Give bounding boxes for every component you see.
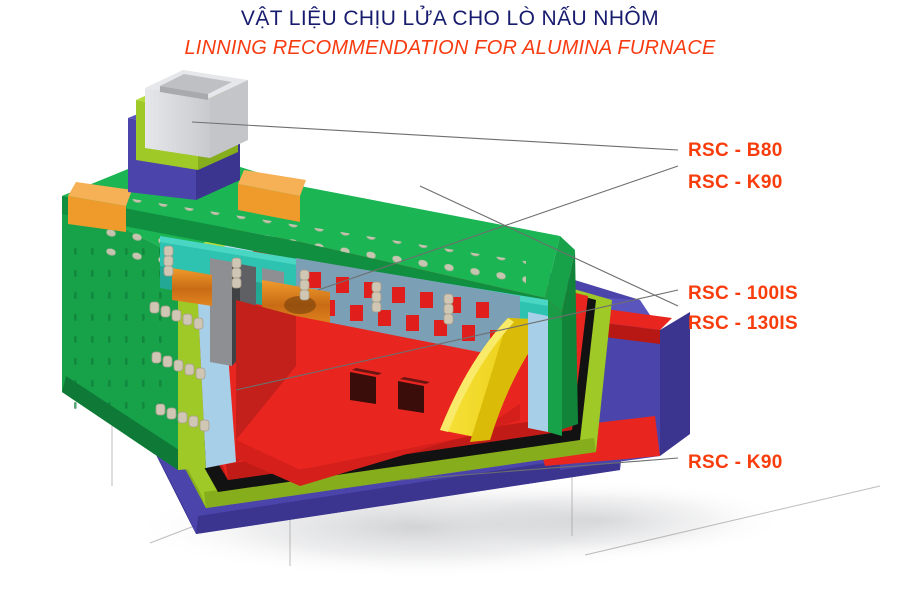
chimney-stack [128,70,248,200]
hearth-interior [236,300,520,486]
callout-rsc-130is: RSC - 130IS [688,313,798,334]
burner-blocks-exterior [68,170,306,232]
callout-rsc-k90-upper: RSC - K90 [688,172,783,193]
page-title-english: LINNING RECOMMENDATION FOR ALUMINA FURNA… [184,37,716,60]
burner-blocks-interior [172,268,330,326]
anchor-studs-left-wall [149,301,210,432]
anchor-studs-roof [163,245,454,325]
leader-line-130is [419,185,679,307]
leader-line-k90u [317,165,679,291]
leader-lines [191,121,679,481]
callout-rsc-k90-lower: RSC - K90 [688,452,783,473]
leader-line-100is [235,289,679,391]
leader-line-k90l [399,457,679,481]
ramp-block [440,318,552,442]
right-edge-layers [528,312,562,436]
callout-rsc-100is: RSC - 100IS [688,283,798,304]
callout-rsc-b80: RSC - B80 [688,140,783,161]
page-title-vietnamese: VẬT LIỆU CHỊU LỬA CHO LÒ NẤU NHÔM [240,7,660,30]
title-block: VẬT LIỆU CHỊU LỬA CHO LÒ NẤU NHÔM LINNIN… [0,6,900,61]
leader-line-b80 [191,121,679,151]
